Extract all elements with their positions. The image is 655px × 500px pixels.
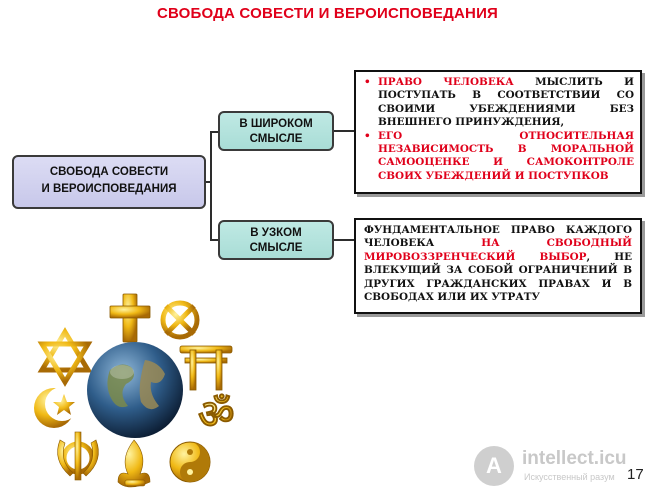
narrow-node-line-2: СМЫСЛЕ [249, 242, 303, 254]
main-concept-node: СВОБОДА СОВЕСТИ И ВЕРОИСПОВЕДАНИЯ [12, 155, 206, 209]
bullet-dot: • [364, 76, 371, 88]
connector-narrow-box [334, 239, 354, 241]
broad-bullet-2-highlight: ЕГО ОТНОСИТЕЛЬНАЯ НЕЗАВИСИМОСТЬ В МОРАЛЬ… [378, 129, 634, 182]
connector-main [206, 181, 212, 183]
yin-yang-icon [169, 441, 211, 483]
broad-bullet-1-text: МЫСЛИТЬ И ПОСТУПАТЬ В СООТВЕТСТВИИ СО СВ… [378, 76, 634, 129]
cross-icon [109, 293, 151, 343]
bullet-dot: • [364, 129, 371, 142]
broad-node-line-1: В ШИРОКОМ [239, 118, 313, 130]
religious-symbols-globe-emblem: ॐ [34, 293, 235, 488]
dharma-wheel-icon [160, 300, 200, 340]
narrow-node-line-1: В УЗКОМ [250, 227, 302, 239]
connector-trunk [210, 131, 212, 241]
watermark-name: intellect.icu [522, 448, 627, 469]
page-title: СВОБОДА СОВЕСТИ И ВЕРОИСПОВЕДАНИЯ [156, 5, 499, 22]
connector-narrow [210, 239, 218, 241]
globe-icon [87, 342, 183, 438]
crescent-icon [34, 387, 79, 428]
main-node-line-2: И ВЕРОИСПОВЕДАНИЯ [41, 183, 177, 195]
om-icon: ॐ [198, 392, 235, 439]
svg-text:ॐ: ॐ [198, 392, 234, 438]
main-node-line-1: СВОБОДА СОВЕСТИ [49, 166, 169, 178]
watermark-logo-icon: A [474, 446, 514, 486]
broad-bullet-2: • ЕГО ОТНОСИТЕЛЬНАЯ НЕЗАВИСИМОСТЬ В МОРА… [364, 129, 634, 184]
watermark-tagline: Искусственный разум [524, 472, 615, 482]
connector-broad [210, 131, 218, 133]
broad-sense-node: В ШИРОКОМ СМЫСЛЕ [218, 111, 334, 151]
star-of-david-icon [37, 327, 93, 387]
broad-node-line-2: СМЫСЛЕ [249, 133, 303, 145]
torii-icon [179, 345, 233, 391]
narrow-highlight: НА СВОБОДНЫЙ МИРОВОЗЗРЕНЧЕСКИЙ ВЫБОР [364, 237, 632, 263]
connector-broad-box [334, 130, 354, 132]
broad-bullet-1: • ПРАВО ЧЕЛОВЕКА МЫСЛИТЬ И ПОСТУПАТЬ В С… [364, 76, 634, 130]
narrow-definition-text: ФУНДАМЕНТАЛЬНОЕ ПРАВО КАЖДОГО ЧЕЛОВЕКА Н… [364, 224, 632, 304]
flame-symbol-icon [117, 439, 151, 488]
narrow-text-1: ФУНДАМЕНТАЛЬНОЕ ПРАВО КАЖДОГО ЧЕЛОВЕКА [364, 224, 632, 250]
khanda-icon [57, 431, 99, 481]
narrow-definition-box: ФУНДАМЕНТАЛЬНОЕ ПРАВО КАЖДОГО ЧЕЛОВЕКА Н… [354, 218, 642, 314]
narrow-sense-node: В УЗКОМ СМЫСЛЕ [218, 220, 334, 260]
narrow-text-2: , НЕ ВЛЕКУЩИЙ ЗА СОБОЙ ОГРАНИЧЕНИЙ В ДРУ… [364, 250, 632, 304]
page-number: 17 [627, 466, 644, 483]
watermark-logo: A intellect.icu Искусственный разум [474, 444, 627, 490]
broad-bullet-1-highlight: ПРАВО ЧЕЛОВЕКА [378, 76, 514, 88]
broad-definition-box: • ПРАВО ЧЕЛОВЕКА МЫСЛИТЬ И ПОСТУПАТЬ В С… [354, 70, 642, 194]
